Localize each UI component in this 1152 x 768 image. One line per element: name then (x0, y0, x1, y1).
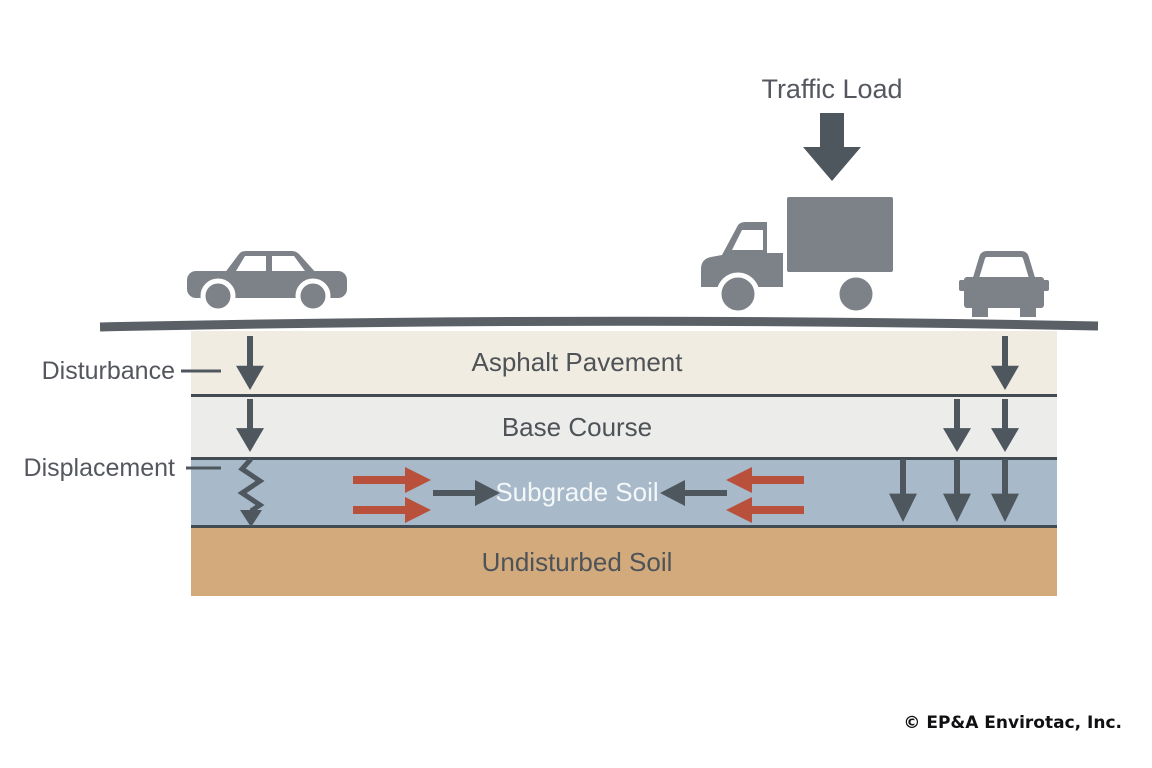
layer-undisturbed-label: Undisturbed Soil (481, 546, 673, 577)
car-rear-icon (959, 251, 1049, 317)
layer-asphalt-label: Asphalt Pavement (471, 347, 683, 377)
pavement-layers: Asphalt Pavement Base Course Subgrade So… (191, 331, 1057, 596)
layer-base-course: Base Course (191, 394, 1057, 457)
layer-base-course-label: Base Course (501, 411, 653, 442)
layer-subgrade-label: Subgrade Soil (495, 477, 659, 507)
layer-subgrade-soil: Subgrade Soil (191, 457, 1057, 525)
box-truck-icon (701, 197, 893, 316)
sedan-side-icon (187, 251, 347, 314)
displacement-label: Displacement (23, 454, 175, 482)
copyright-text: © EP&A Envirotac, Inc. (903, 713, 1122, 733)
layer-asphalt-pavement: Asphalt Pavement (191, 331, 1057, 394)
road-surface-line (99, 316, 1099, 332)
traffic-load-label: Traffic Load (761, 74, 903, 104)
traffic-load-arrow-icon (803, 113, 861, 181)
disturbance-label: Disturbance (41, 357, 175, 385)
layer-undisturbed-soil: Undisturbed Soil (191, 525, 1057, 596)
